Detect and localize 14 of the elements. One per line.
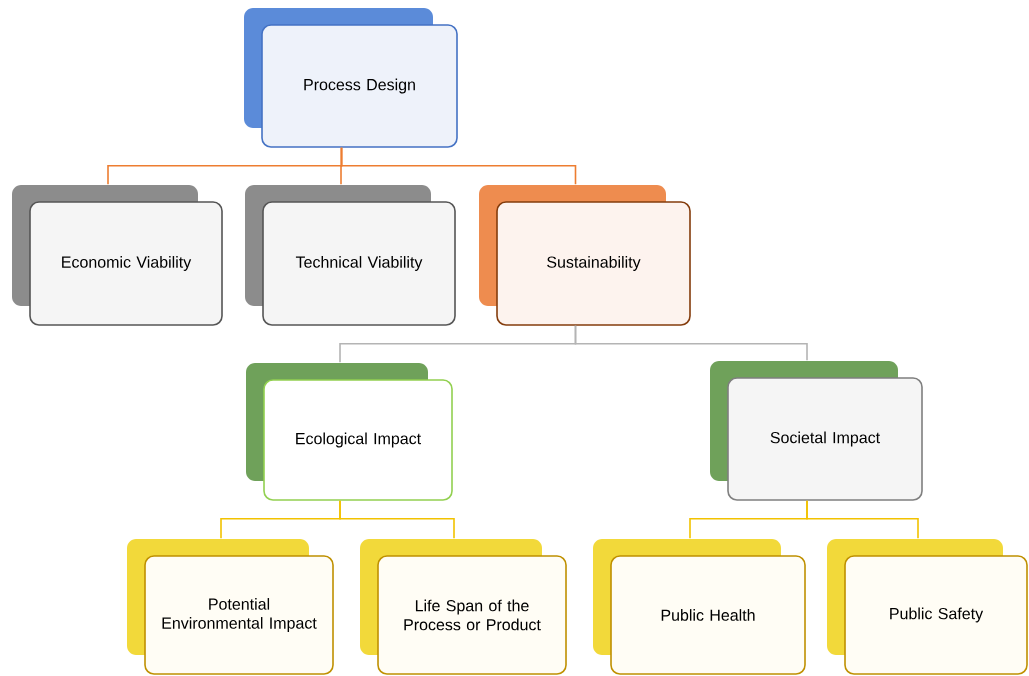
connector: [340, 147, 577, 185]
process-box: Sustainability: [479, 185, 691, 326]
process-box: Ecological Impact: [246, 363, 453, 501]
process-box: Economic Viability: [12, 185, 223, 326]
process-box: Technical Viability: [245, 185, 456, 326]
connector: [574, 325, 808, 361]
process-box: Potential Environmental Impact: [127, 539, 334, 675]
process-box: Public Safety: [827, 539, 1028, 675]
process-box: Public Health: [593, 539, 806, 675]
process-box: Societal Impact: [710, 361, 923, 501]
connector: [339, 500, 455, 539]
process-box: Life Span of the Process or Product: [360, 539, 567, 675]
connector: [806, 500, 919, 539]
process-box: Process Design: [244, 8, 458, 148]
